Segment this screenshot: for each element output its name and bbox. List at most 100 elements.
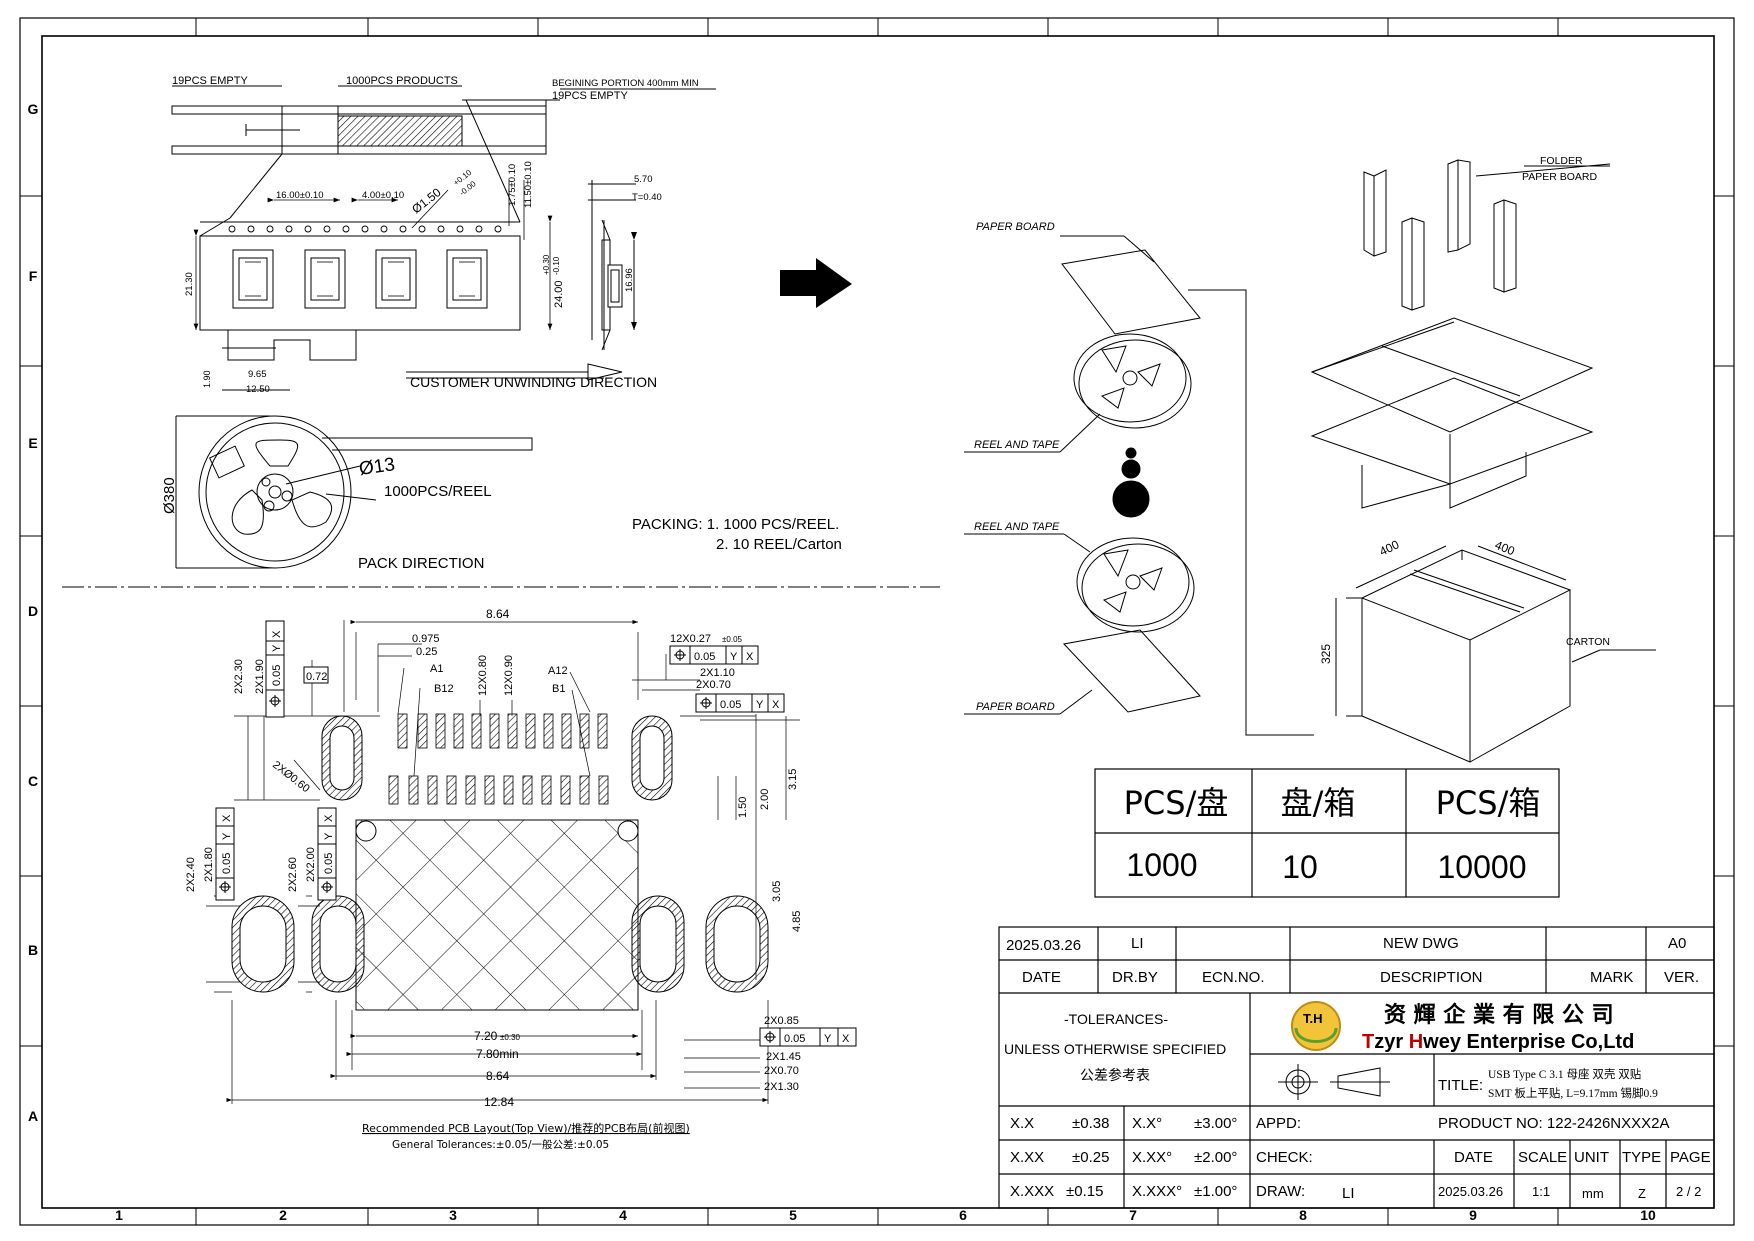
hole-dia-dim: Ø1.50 (409, 185, 444, 216)
dim-0975: 0.975 (412, 633, 440, 645)
company-name-en: Tzyr Hwey Enterprise Co,Ltd (1362, 1031, 1634, 1053)
folder-label: FOLDER (1540, 155, 1583, 167)
row-label: D (28, 603, 38, 619)
gdt-tol-5: 0.05 (323, 853, 335, 874)
header2-type: TYPE (1622, 1149, 1661, 1166)
unwinding-arrow (406, 363, 623, 381)
dim-150: 1.50 (737, 797, 749, 818)
reel-tape-label-1: REEL AND TAPE (974, 439, 1060, 451)
frame-column-labels: 1 2 3 4 5 6 7 8 9 10 (115, 1207, 1656, 1223)
dim-720-tol: ±0.30 (500, 1033, 521, 1042)
dim-315: 3.15 (787, 769, 799, 790)
dim-072: 0.72 (306, 671, 327, 683)
pack-direction: PACK DIRECTION (358, 555, 484, 572)
dim-2x230: 2X2.30 (233, 659, 245, 694)
value-date: 2025.03.26 (1438, 1184, 1503, 1199)
tape-top-view (199, 99, 521, 391)
beginning-label: BEGINING PORTION 400mm MIN (552, 78, 699, 89)
column-label: 6 (959, 1207, 967, 1223)
qty-value-per-box: 10000 (1438, 849, 1527, 885)
a12-label: A12 (548, 665, 568, 677)
value-page: 2 / 2 (1676, 1184, 1701, 1199)
column-label: 4 (619, 1207, 627, 1223)
products-label: 1000PCS PRODUCTS (346, 75, 458, 87)
gdt-datum-y-5: Y (323, 832, 335, 840)
header-ver: VER. (1664, 969, 1699, 986)
row-label: F (29, 268, 38, 284)
tol-row-1-c: X.X° (1132, 1115, 1162, 1132)
tol-row-1-a: X.X (1010, 1115, 1034, 1132)
dim-2x070-bot: 2X0.70 (764, 1065, 799, 1077)
dim-1250: 12.50 (246, 384, 270, 395)
tol-row-1-b: ±0.38 (1072, 1115, 1109, 1132)
draw-label: DRAW: (1256, 1183, 1305, 1200)
gdt-datum-y-1: Y (730, 651, 738, 663)
tape-leader-view (171, 85, 716, 155)
pcb-caption-1: Recommended PCB Layout(Top View)/推荐的PCB布… (362, 1121, 690, 1135)
sheet-frame (19, 17, 1735, 1226)
b12-label: B12 (434, 683, 454, 695)
dim-965: 9.65 (248, 369, 267, 380)
gdt-datum-y-6: Y (824, 1033, 832, 1045)
dim-2x110: 2X1.10 (700, 667, 735, 679)
row-label: C (28, 773, 38, 789)
header-date: DATE (1022, 969, 1061, 986)
empty-lead-label: 19PCS EMPTY (172, 75, 248, 87)
dim-24-tol-minus: -0.10 (552, 256, 561, 275)
qty-header-per-reel: PCS/盘 (1124, 784, 1229, 822)
pitch-dim: 16.00±0.10 (276, 190, 323, 201)
rev-version: A0 (1668, 935, 1686, 952)
gdt-tol-4: 0.05 (221, 853, 233, 874)
paper-board-label-1: PAPER BOARD (976, 221, 1055, 233)
row-label: B (28, 942, 38, 958)
tape-side-view (588, 180, 637, 351)
dim-200: 2.00 (759, 789, 771, 810)
reel-qty: 1000PCS/REEL (384, 483, 492, 500)
tol-row-1-d: ±3.00° (1194, 1115, 1237, 1132)
rev-description: NEW DWG (1383, 935, 1459, 952)
tol-row-2-c: X.XX° (1132, 1149, 1172, 1166)
company-en-zyr: zyr (1374, 1031, 1408, 1053)
big-right-arrow (780, 258, 852, 308)
dim-24-tol-plus: +0.30 (542, 254, 551, 275)
draw-by: LI (1342, 1185, 1355, 1202)
rev-by: LI (1131, 935, 1144, 952)
tape-leader-labels: 19PCS EMPTY 1000PCS PRODUCTS BEGINING PO… (172, 75, 699, 102)
gdt-datum-y-4: Y (221, 832, 233, 840)
dim-720: 7.20 (474, 1029, 498, 1043)
dim-12x090: 12X0.90 (503, 655, 515, 696)
dim-175: 1.75±0.10 (507, 164, 518, 206)
quantity-table (1094, 768, 1560, 898)
pcb-layout (206, 619, 800, 1104)
company-logo: T.H (1291, 1001, 1341, 1051)
title-line-1: USB Type C 3.1 母座 双壳 双贴 (1488, 1067, 1642, 1081)
carton-dim-h: 325 (1319, 644, 1333, 664)
dim-305: 3.05 (771, 881, 783, 902)
row-label: A (28, 1108, 38, 1124)
company-name-cn: 资 輝 企 業 有 限 公 司 (1384, 1002, 1614, 1028)
gdt-datum-x-2: X (772, 699, 780, 711)
company-en-rest: wey Enterprise Co,Ltd (1422, 1031, 1634, 1053)
tol-row-2-a: X.XX (1010, 1149, 1044, 1166)
tolerances-title: -TOLERANCES- (1064, 1011, 1168, 1027)
column-label: 2 (279, 1207, 287, 1223)
empty-trail-label: 19PCS EMPTY (552, 90, 628, 102)
column-label: 8 (1299, 1207, 1307, 1223)
dim-570: 5.70 (634, 174, 653, 185)
qty-header-per-box: PCS/箱 (1436, 784, 1541, 822)
paper-board-label-2: PAPER BOARD (976, 701, 1055, 713)
title-label: TITLE: (1438, 1077, 1483, 1094)
title-block-text: 2025.03.26 LI NEW DWG A0 DATE DR.BY ECN.… (1004, 935, 1711, 1202)
company-en-t: T (1362, 1031, 1374, 1053)
dim-485: 4.85 (791, 911, 803, 932)
packaging-explode-view (964, 159, 1656, 763)
reel-view (175, 415, 533, 569)
tol-row-3-c: X.XXX° (1132, 1183, 1182, 1200)
tol-row-3-d: ±1.00° (1194, 1183, 1237, 1200)
gdt-position-icons (219, 649, 776, 1043)
tolerances-unless: UNLESS OTHERWISE SPECIFIED (1004, 1041, 1226, 1057)
title-line-2: SMT 板上平贴, L=9.17mm 锡脚0.9 (1488, 1086, 1658, 1100)
value-unit: mm (1582, 1186, 1604, 1201)
dim-864-bot: 8.64 (486, 1069, 510, 1083)
